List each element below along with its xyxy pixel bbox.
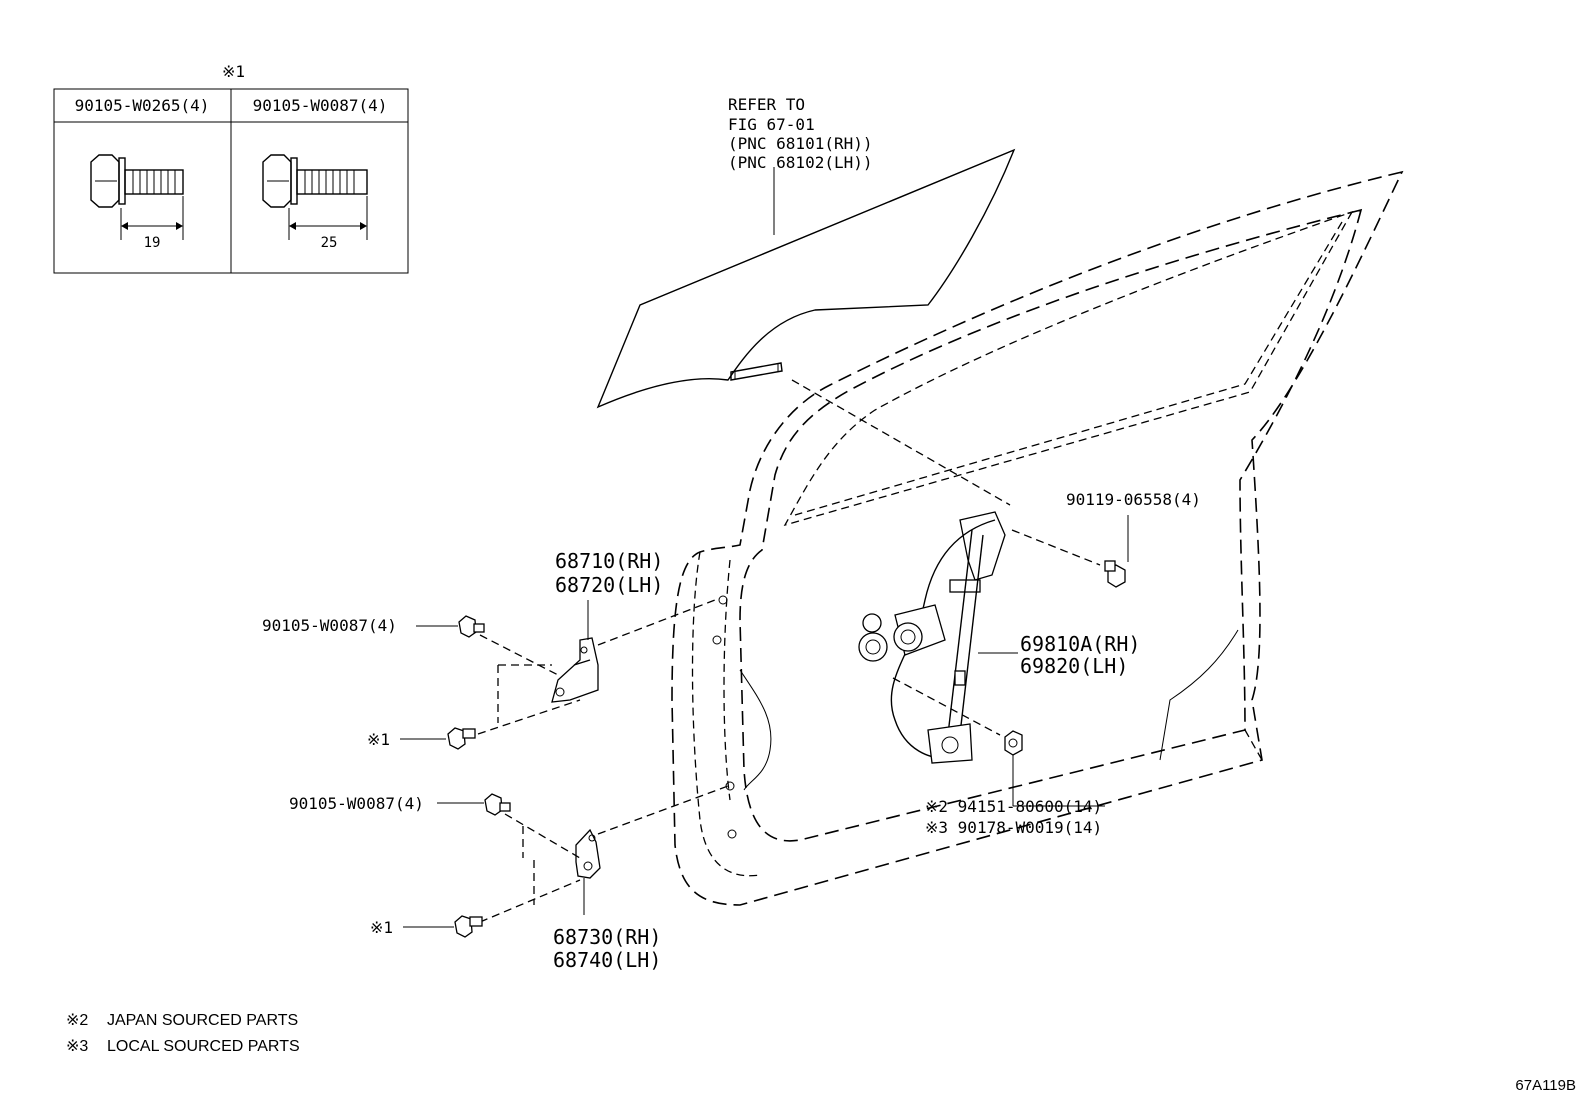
table-col1-part-no: 90105-W0265(4): [75, 96, 210, 115]
svg-text:(PNC 68102(LH)): (PNC 68102(LH)): [728, 153, 873, 172]
nut-local-label: ※3 90178-W0019(14): [925, 818, 1102, 837]
note-mark-2: ※2: [66, 1012, 88, 1029]
lower-mark-bolt-label: ※1: [370, 918, 393, 937]
bolt-19-icon: [90, 154, 184, 240]
table-col2-length: 25: [321, 235, 338, 251]
regulator-rh-label: 69810A(RH): [1020, 632, 1140, 656]
upper-hinge-bolt-icon: [458, 615, 485, 638]
table-col2-part-no: 90105-W0087(4): [253, 96, 388, 115]
upper-mark-bolt-label: ※1: [367, 730, 390, 749]
regulator-bolt-icon: [1104, 560, 1126, 588]
lower-hinge-lh-label: 68740(LH): [553, 948, 661, 972]
glass-to-regulator-leader: [791, 379, 1011, 506]
lower-mark-bolt-icon: [454, 915, 483, 938]
notes-legend: ※2 JAPAN SOURCED PARTS ※3 LOCAL SOURCED …: [66, 1012, 300, 1055]
upper-hinge: [551, 637, 599, 703]
lower-hinge-rh-label: 68730(RH): [553, 925, 661, 949]
figure-id: 67A119B: [1515, 1077, 1576, 1094]
svg-text:FIG 67-01: FIG 67-01: [728, 115, 815, 134]
door-glass: [596, 148, 1016, 409]
svg-text:REFER TO: REFER TO: [728, 95, 805, 114]
note-mark-3: ※3: [66, 1038, 88, 1055]
fastener-table: ※1 90105-W0265(4) 90105-W0087(4) 19: [53, 62, 409, 274]
lower-hinge-bolt-icon: [484, 793, 511, 816]
regulator-lh-label: 69820(LH): [1020, 654, 1128, 678]
note-text-2: JAPAN SOURCED PARTS: [107, 1012, 298, 1029]
note-text-3: LOCAL SOURCED PARTS: [107, 1038, 300, 1055]
glass-callout: REFER TO FIG 67-01 (PNC 68101(RH)) (PNC …: [728, 95, 873, 172]
lower-hinge-bolt-label: 90105-W0087(4): [289, 794, 424, 813]
table-col1-length: 19: [144, 235, 161, 251]
door-outline: [671, 170, 1404, 906]
lower-hinge: [575, 828, 601, 879]
regulator-nut-leader: [892, 677, 1001, 736]
nut-japan-label: ※2 94151-80600(14): [925, 797, 1102, 816]
upper-hinge-lh-label: 68720(LH): [555, 573, 663, 597]
regulator-bolt-label: 90119-06558(4): [1066, 490, 1201, 509]
upper-hinge-rh-label: 68710(RH): [555, 549, 663, 573]
upper-mark-bolt-icon: [447, 727, 476, 750]
regulator-bolt-leader: [1011, 529, 1101, 566]
regulator-nut-icon: [1004, 730, 1023, 756]
window-regulator: [858, 511, 1006, 764]
upper-hinge-bolt-label: 90105-W0087(4): [262, 616, 397, 635]
bolt-25-icon: [262, 154, 368, 240]
table-mark: ※1: [222, 62, 245, 81]
svg-text:(PNC 68101(RH)): (PNC 68101(RH)): [728, 134, 873, 153]
